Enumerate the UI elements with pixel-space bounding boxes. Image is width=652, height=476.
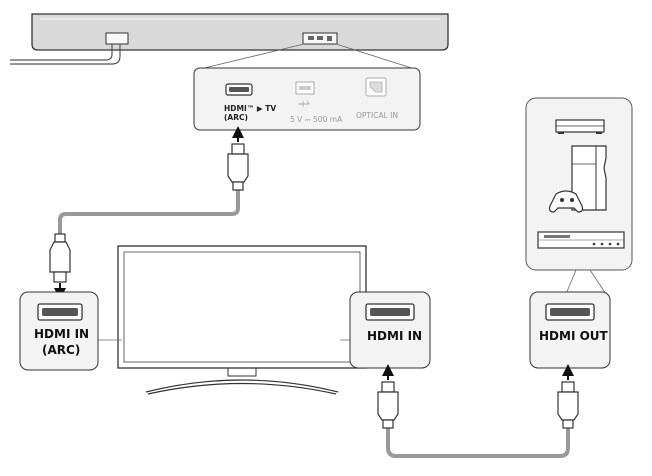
source-hdmi-in-label: HDMI IN xyxy=(367,329,422,343)
soundbar-icon xyxy=(31,13,449,51)
hdmi-port-icon xyxy=(225,83,253,96)
source-hdmi-out-panel: HDMI OUT xyxy=(529,291,611,369)
tv-hdmi-in-panel: HDMI IN xyxy=(349,291,431,369)
gamepad-icon xyxy=(548,190,584,213)
usb-label: 5 V ⎓ 500 mA xyxy=(290,115,343,124)
hdmi-port-icon xyxy=(365,303,415,321)
hdmi-plug-icon xyxy=(557,381,579,429)
set-top-box-icon xyxy=(555,119,605,134)
tv-hdmi-in-arc-panel: HDMI IN (ARC) xyxy=(19,291,99,371)
source-devices-box xyxy=(525,97,633,271)
optical-label: OPTICAL IN xyxy=(356,111,398,120)
hdmi-cable-source-tv xyxy=(386,420,570,458)
soundbar-connector-panel: HDMI™ ▶ TV (ARC) 5 V ⎓ 500 mA OPTICAL IN xyxy=(193,67,421,131)
soundbar-hdmi-label-line1: HDMI™ ▶ TV xyxy=(224,104,276,113)
zoom-guide-left xyxy=(195,43,305,71)
zoom-guide-source-2 xyxy=(589,269,607,295)
hdmi-plug-icon xyxy=(377,381,399,429)
hdmi-plug-icon xyxy=(227,143,249,191)
soundbar-hdmi-label-line2: (ARC) xyxy=(224,113,248,122)
hdmi-plug-icon xyxy=(49,233,71,283)
optical-port-icon xyxy=(365,77,387,97)
tv-icon xyxy=(117,245,367,395)
usb-port-icon xyxy=(295,81,315,107)
blu-ray-player-icon xyxy=(537,231,625,249)
tv-hdmi-in-label-line1: HDMI IN xyxy=(34,327,89,341)
zoom-guide-right xyxy=(335,43,419,71)
zoom-guide-source xyxy=(565,269,577,295)
hdmi-port-icon xyxy=(37,303,83,321)
source-hdmi-out-label: HDMI OUT xyxy=(539,329,609,343)
tv-hdmi-in-label-line2: (ARC) xyxy=(42,343,80,357)
power-cord xyxy=(10,44,121,65)
hdmi-port-icon xyxy=(545,303,595,321)
hdmi-cable-soundbar-tv xyxy=(58,188,240,236)
